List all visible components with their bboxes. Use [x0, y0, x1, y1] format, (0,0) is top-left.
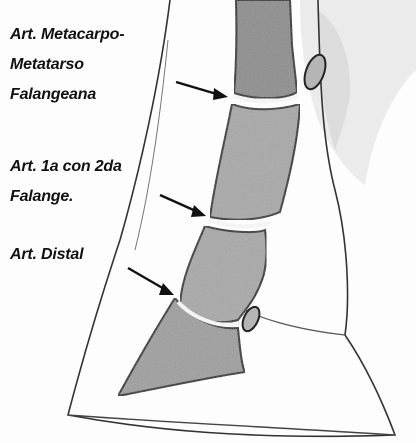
background-tissue: [300, 0, 416, 185]
label-line: Art. Distal: [10, 240, 83, 270]
sole-line: [68, 415, 395, 435]
label-line: Falangeana: [10, 80, 124, 110]
joint-gap-pastern: [208, 220, 270, 226]
label-line: Metatarso: [10, 50, 124, 80]
arrow-pastern: [160, 195, 206, 217]
label-line: Art. 1a con 2da: [10, 152, 122, 182]
label-distal: Art. Distal: [10, 240, 83, 270]
label-line: Art. Metacarpo-: [10, 20, 124, 50]
skin-contour: [135, 40, 168, 250]
arrow-distal: [128, 268, 174, 295]
metacarpal-bone: [234, 0, 297, 98]
label-line: Falange.: [10, 182, 122, 212]
arrow-metacarpo: [176, 82, 228, 100]
label-primera-segunda-falange: Art. 1a con 2da Falange.: [10, 152, 122, 212]
label-metacarpo-falangeana: Art. Metacarpo- Metatarso Falangeana: [10, 20, 124, 110]
first-phalanx: [210, 104, 300, 220]
